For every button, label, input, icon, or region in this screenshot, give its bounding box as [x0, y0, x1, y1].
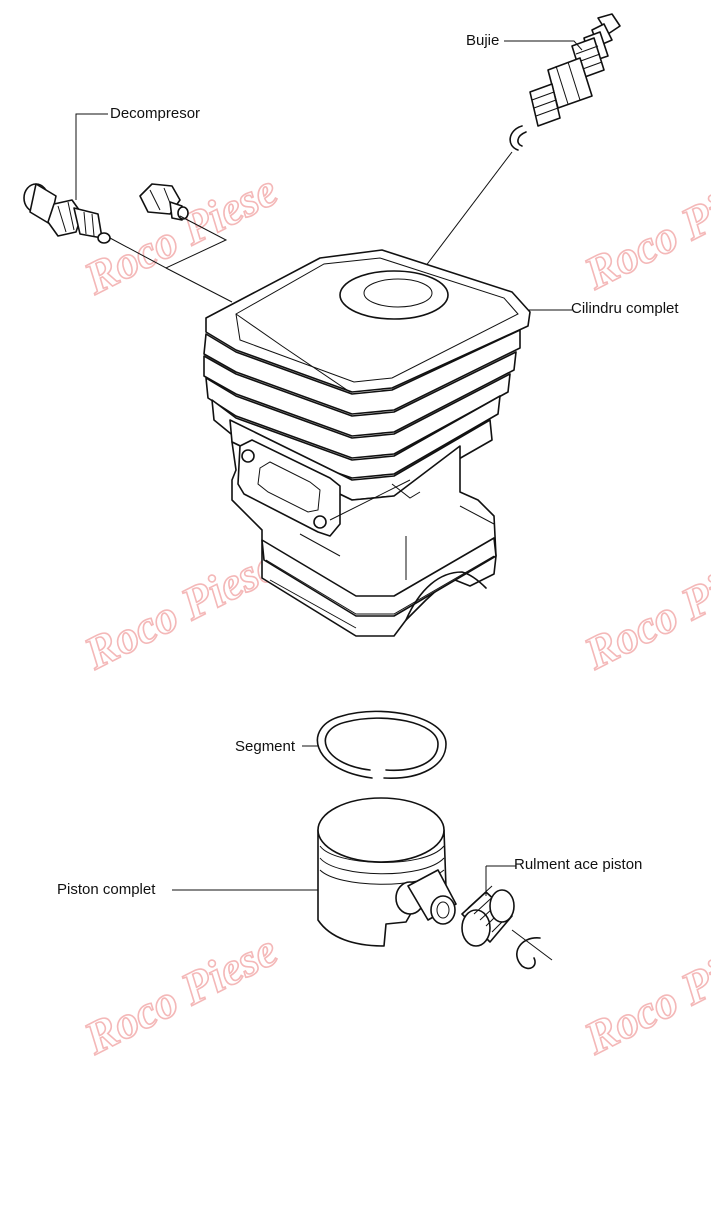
piston-ring: [302, 710, 447, 779]
watermark-bottom-left: Roco Piese: [75, 924, 285, 1064]
label-segment: Segment: [235, 738, 296, 755]
watermark-mid-left: Roco Piese: [75, 539, 285, 679]
piston: [172, 797, 457, 947]
label-bujie: Bujie: [466, 32, 500, 49]
label-decompresor: Decompresor: [110, 105, 201, 122]
label-cilindru: Cilindru complet: [571, 300, 679, 317]
spark-plug: [399, 13, 621, 301]
label-piston: Piston complet: [57, 881, 156, 898]
watermark-top-right: Roco Piese: [575, 159, 711, 299]
needle-bearing: [461, 865, 516, 947]
label-rulment: Rulment ace piston: [514, 856, 643, 873]
decompression-valve-large: [23, 183, 111, 244]
watermark-mid-right: Roco Piese: [575, 539, 711, 679]
circlip: [511, 929, 553, 970]
decompression-valve-small: [139, 183, 189, 221]
watermark-bottom-right: Roco Piese: [575, 924, 711, 1064]
cylinder: [203, 249, 531, 637]
